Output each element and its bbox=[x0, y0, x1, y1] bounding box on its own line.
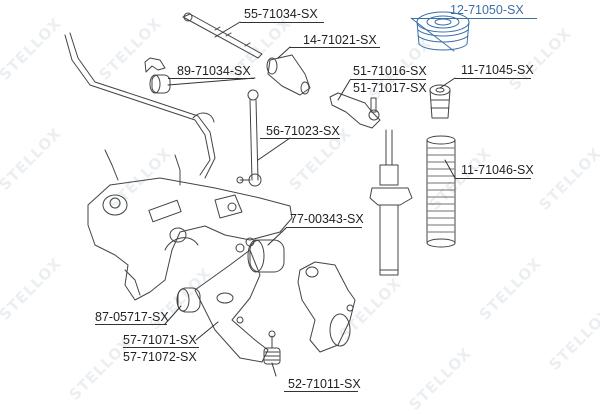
label-underline bbox=[286, 227, 362, 228]
inner-tie-rod-drawing bbox=[182, 12, 263, 59]
shock-absorber-drawing bbox=[369, 129, 413, 276]
label-underline bbox=[350, 79, 426, 80]
ball-joint-drawing bbox=[263, 330, 281, 365]
part-label-89-71034-sx[interactable]: 89-71034-SX bbox=[177, 64, 251, 78]
label-underline bbox=[455, 78, 531, 79]
part-label-77-00343-sx[interactable]: 77-00343-SX bbox=[290, 212, 364, 226]
label-underline bbox=[284, 391, 358, 392]
part-label-87-05717-sx[interactable]: 87-05717-SX bbox=[95, 310, 169, 324]
label-underline bbox=[290, 47, 380, 48]
label-underline bbox=[411, 18, 537, 19]
stabilizer-link-drawing bbox=[236, 89, 262, 187]
front-bushing-drawing bbox=[176, 287, 201, 313]
part-label-57-71072-sx[interactable]: 57-71072-SX bbox=[123, 350, 197, 364]
part-label-11-71045-sx[interactable]: 11-71045-SX bbox=[461, 63, 534, 77]
label-underline bbox=[123, 347, 199, 348]
steering-boot-drawing bbox=[266, 54, 311, 96]
part-label-14-71021-sx[interactable]: 14-71021-SX bbox=[303, 33, 377, 47]
part-label-11-71046-sx[interactable]: 11-71046-SX bbox=[461, 163, 534, 177]
label-underline bbox=[260, 138, 340, 139]
stabilizer-bushing-drawing bbox=[144, 57, 171, 94]
label-underline bbox=[455, 178, 531, 179]
tie-rod-end-drawing bbox=[329, 92, 381, 129]
part-label-51-71016-sx[interactable]: 51-71016-SX bbox=[353, 64, 427, 78]
lower-control-arm-drawing bbox=[194, 249, 269, 363]
parts-line-art bbox=[64, 11, 470, 377]
dust-boot-drawing bbox=[426, 135, 456, 248]
stabilizer-bar-drawing bbox=[64, 32, 216, 179]
label-underline bbox=[95, 324, 167, 325]
rear-bushing-drawing bbox=[235, 237, 285, 273]
part-label-51-71017-sx[interactable]: 51-71017-SX bbox=[353, 81, 427, 95]
leader-lines bbox=[164, 17, 456, 377]
part-label-57-71071-sx[interactable]: 57-71071-SX bbox=[123, 333, 197, 347]
bump-stop-drawing bbox=[429, 84, 451, 119]
subframe-drawing bbox=[87, 149, 293, 301]
label-underline bbox=[168, 78, 254, 79]
part-label-52-71011-sx[interactable]: 52-71011-SX bbox=[288, 377, 361, 391]
steering-knuckle-drawing bbox=[297, 261, 356, 353]
part-label-56-71023-sx[interactable]: 56-71023-SX bbox=[266, 124, 340, 138]
part-label-12-71050-sx[interactable]: 12-71050-SX bbox=[450, 3, 524, 17]
parts-diagram: STELLOX STELLOX STELLOX STELLOX STELLOX … bbox=[0, 3, 600, 414]
part-label-55-71034-sx[interactable]: 55-71034-SX bbox=[244, 7, 318, 21]
label-underline bbox=[240, 22, 324, 23]
